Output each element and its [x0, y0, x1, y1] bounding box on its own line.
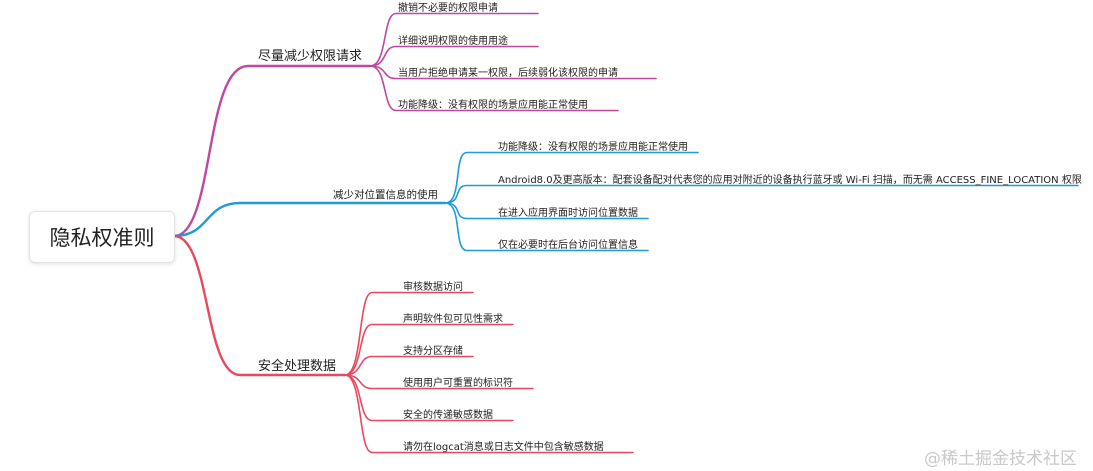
- root-node-label: 隐私权准则: [49, 226, 155, 250]
- watermark: @稀土掘金技术社区: [924, 449, 1077, 469]
- leaf-connector: [444, 151, 699, 204]
- leaf-label[interactable]: 支持分区存储: [403, 345, 463, 357]
- branch-connector-1: [172, 64, 372, 238]
- branch-label-2[interactable]: 减少对位置信息的使用: [333, 189, 438, 201]
- leaf-connector: [344, 291, 474, 376]
- leaf-connector: [369, 65, 619, 112]
- leaf-connector: [344, 323, 514, 376]
- branch-connector-3: [172, 234, 347, 377]
- leaf-label[interactable]: 使用用户可重置的标识符: [403, 377, 513, 389]
- leaf-label[interactable]: 声明软件包可见性需求: [403, 313, 503, 325]
- branch-label-3[interactable]: 安全处理数据: [258, 359, 337, 374]
- leaf-label[interactable]: 在进入应用界面时访问位置数据: [498, 207, 638, 219]
- leaf-connector: [369, 12, 539, 67]
- branch-label-1[interactable]: 尽量减少权限请求: [258, 49, 363, 64]
- leaf-connector: [344, 355, 474, 376]
- leaf-label[interactable]: 安全的传递敏感数据: [403, 409, 493, 421]
- leaf-label[interactable]: 当用户拒绝申请某一权限，后续弱化该权限的申请: [398, 67, 618, 79]
- leaf-connector: [344, 374, 634, 454]
- leaf-label[interactable]: 功能降级：没有权限的场景应用能正常使用: [398, 99, 588, 111]
- leaf-label[interactable]: 详细说明权限的使用用途: [398, 35, 508, 47]
- leaf-label[interactable]: 请勿在logcat消息或日志文件中包含敏感数据: [403, 441, 604, 453]
- leaf-label[interactable]: 审核数据访问: [403, 281, 463, 293]
- leaf-connector: [369, 45, 539, 67]
- leaf-connector: [444, 202, 649, 252]
- branch-connector-2: [172, 201, 447, 238]
- leaf-label[interactable]: 仅在必要时在后台访问位置信息: [498, 239, 638, 251]
- leaf-label[interactable]: 功能降级：没有权限的场景应用能正常使用: [498, 141, 688, 153]
- root-node[interactable]: 隐私权准则: [29, 211, 175, 263]
- leaf-connector: [444, 184, 1079, 204]
- leaf-label[interactable]: 撤销不必要的权限申请: [398, 2, 498, 14]
- leaf-label[interactable]: Android8.0及更高版本：配套设备配对代表您的应用对附近的设备执行蓝牙或 …: [498, 174, 1082, 186]
